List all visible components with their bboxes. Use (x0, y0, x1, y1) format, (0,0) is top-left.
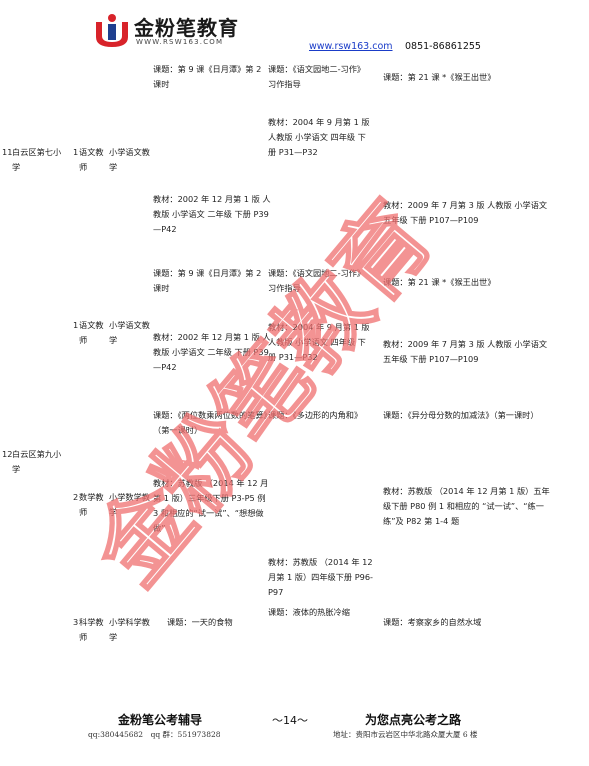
row12-math-topic-1: 课题：《两位数乘两位数的笔算》（第一课时） (153, 410, 268, 435)
watermark-text: 金粉笔教育 (74, 183, 452, 605)
footer-contact: qq:380445682 qq 群：551973828 (88, 730, 221, 739)
row11-number: 11 (2, 147, 13, 157)
row12-science-position: 小学科学教学 (109, 617, 150, 642)
row11-textbook-3: 教材：2009 年 7 月第 3 版 人教版 小学语文 五年级 下册 P107—… (383, 200, 548, 225)
row12-science-topic-1: 课题：一天的食物 (167, 617, 233, 627)
mid-topic-3: 课题：第 21 课 *《猴王出世》 (383, 277, 496, 287)
row12-science-topic-3: 课题：考察家乡的自然水域 (383, 617, 482, 627)
row11-topic-1: 课题：第 9 课《日月潭》第 2 课时 (153, 64, 262, 89)
footer-address: 地址：贵阳市云岩区中华北路众厦大厦 6 楼 (333, 730, 478, 739)
row12-math-index: 2 (73, 492, 79, 502)
row12-science-topic-2: 课题：液体的热胀冷缩 (268, 607, 350, 617)
row12-math-topic-3: 课题：《异分母分数的加减法》（第一课时） (383, 410, 539, 420)
row11-topic-3: 课题：第 21 课 *《猴王出世》 (383, 72, 496, 82)
mid-index: 1 (73, 320, 79, 330)
row12-math-topic-2: 课题：《多边形的内角和》 (268, 410, 363, 420)
logo-icon (92, 12, 132, 48)
row11-subject: 语文教师 (79, 147, 104, 172)
row12-math-position: 小学数学教学 (109, 492, 150, 517)
website-link[interactable]: www.rsw163.com (309, 41, 393, 52)
row11-position: 小学语文教学 (109, 147, 150, 172)
row12-math-textbook-1: 教材：苏教版 （2014 年 12 月第 1 版）三年级下册 P3-P5 例 3… (153, 478, 269, 533)
row11-textbook-1: 教材：2002 年 12 月第 1 版 人教版 小学语文 二年级 下册 P39—… (153, 194, 271, 234)
row12-science-subject: 科学教师 (79, 617, 104, 642)
row12-school: 白云区第九小学 (12, 449, 62, 474)
row11-topic-2: 课题：《语文园地二-习作》习作指导 (268, 64, 366, 89)
row12-math-textbook-2: 教材：苏教版 （2014 年 12 月第 1 版）四年级下册 P96-P97 (268, 557, 374, 597)
row12-science-index: 3 (73, 617, 79, 627)
row11-textbook-2: 教材：2004 年 9 月第 1 版 人教版 小学语文 四年级 下册 P31—P… (268, 117, 370, 157)
row11-index: 1 (73, 147, 79, 157)
row11-school: 白云区第七小学 (12, 147, 62, 172)
mid-topic-1: 课题：第 9 课《日月潭》第 2 课时 (153, 268, 262, 293)
mid-subject: 语文教师 (79, 320, 104, 345)
footer-right-title: 为您点亮公考之路 (365, 713, 462, 727)
brand-url: WWW.RSW163.COM (136, 38, 224, 46)
mid-textbook-3: 教材：2009 年 7 月第 3 版 人教版 小学语文 五年级 下册 P107—… (383, 339, 548, 364)
mid-textbook-1: 教材：2002 年 12 月第 1 版 人教版 小学语文 二年级 下册 P39—… (153, 332, 271, 372)
mid-position: 小学语文教学 (109, 320, 150, 345)
row12-math-textbook-3: 教材：苏教版 （2014 年 12 月第 1 版）五年级下册 P80 例 1 和… (383, 486, 550, 526)
mid-topic-2: 课题：《语文园地二-习作》习作指导 (268, 268, 366, 293)
footer-page-number: ～14～ (272, 714, 308, 727)
footer-left-title: 金粉笔公考辅导 (118, 713, 203, 727)
mid-textbook-2: 教材：2004 年 9 月第 1 版 人教版 小学语文 四年级 下册 P31—P… (268, 322, 370, 362)
row12-math-subject: 数学教师 (79, 492, 104, 517)
row12-number: 12 (2, 449, 13, 459)
phone-number: 0851-86861255 (405, 41, 481, 52)
brand-name: 金粉笔教育 (134, 16, 239, 40)
